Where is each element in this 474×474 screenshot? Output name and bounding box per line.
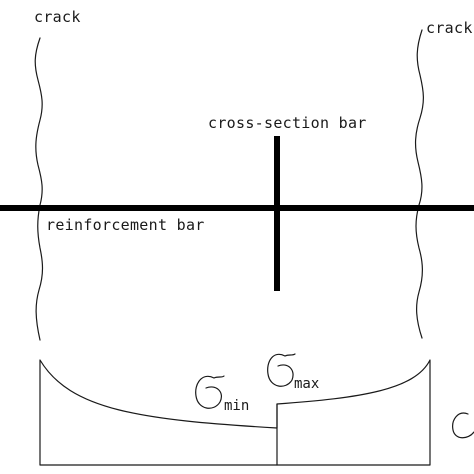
- sigma-max-icon: [267, 353, 296, 387]
- reinforcement-bar-label: reinforcement bar: [46, 216, 205, 234]
- cross-section-bar-label: cross-section bar: [208, 114, 367, 132]
- sigma-partial-icon: [452, 412, 474, 439]
- sigma-min-subscript: min: [224, 398, 249, 414]
- sigma-min-icon: [195, 375, 225, 409]
- left-crack-label: crack: [34, 8, 81, 26]
- left-crack-line: [34, 37, 44, 341]
- sigma-max-subscript: max: [294, 376, 319, 392]
- right-crack-label: crack: [426, 19, 473, 37]
- right-crack-line: [414, 29, 424, 339]
